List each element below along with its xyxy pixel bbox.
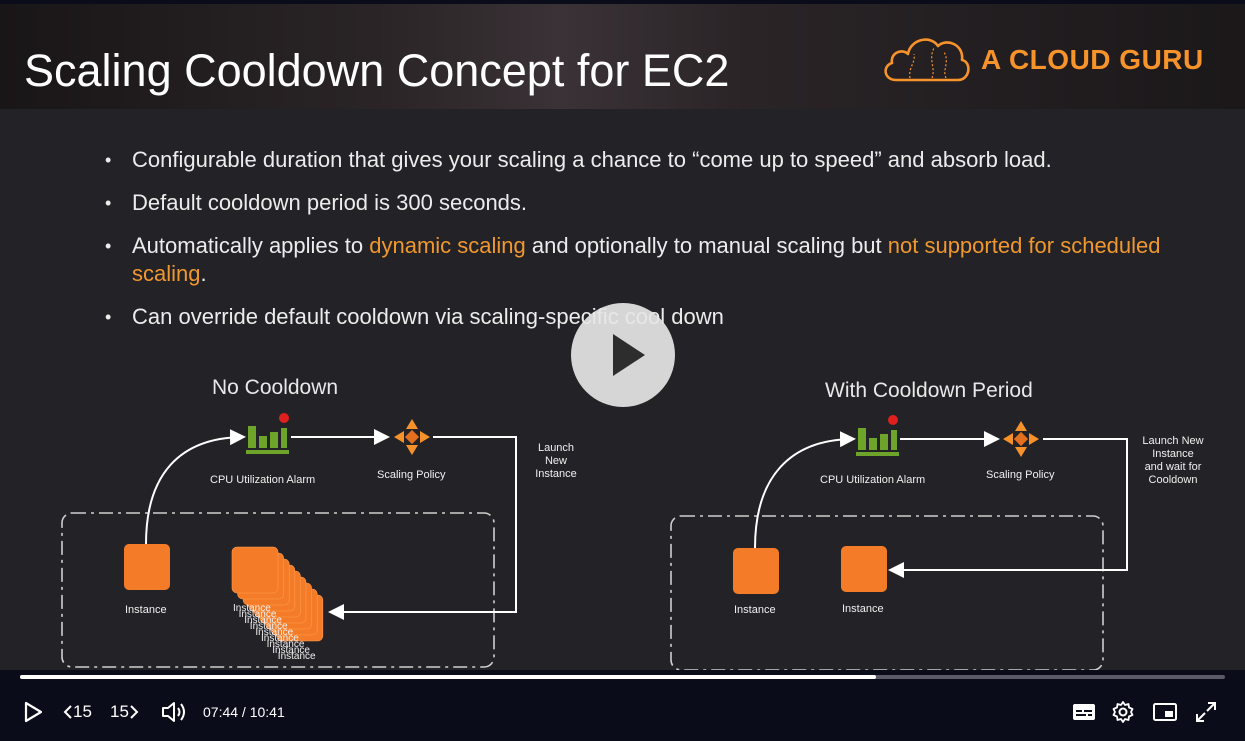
- instance-to-alarm-arrow-right: [754, 431, 856, 549]
- stacked-instance-label: Instance: [238, 609, 277, 620]
- progress-bar-fill: [20, 675, 877, 679]
- time-separator: /: [238, 704, 250, 720]
- stacked-instances: [231, 546, 324, 642]
- bar-chart-alarm-icon: [856, 415, 899, 456]
- rewind-label: 15: [73, 702, 92, 721]
- pip-button[interactable]: [1153, 690, 1177, 734]
- bullet-item: Automatically applies to dynamic scaling…: [105, 232, 1185, 288]
- launch-new-instance-label: Launch New Instance: [526, 442, 586, 481]
- launch-label-line: New: [544, 455, 567, 467]
- bullet-text: Configurable duration that gives your sc…: [132, 147, 1052, 172]
- stacked-instance-label: Instance: [261, 633, 299, 644]
- bullet-text: Automatically applies to: [132, 233, 370, 258]
- forward-15-button[interactable]: 15: [110, 690, 139, 734]
- captions-button[interactable]: [1072, 690, 1096, 734]
- rewind-15-icon: [63, 705, 72, 719]
- cpu-alarm-label-right: CPU Utilization Alarm: [820, 474, 926, 486]
- fullscreen-icon: [1196, 702, 1216, 722]
- instance-label-right: Instance: [734, 604, 776, 616]
- volume-button[interactable]: [160, 690, 188, 734]
- progress-bar[interactable]: [20, 675, 1225, 679]
- launch-label-line: Launch New: [1142, 435, 1204, 447]
- settings-button[interactable]: [1111, 690, 1135, 734]
- stacked-instance-label: Instance: [249, 621, 288, 632]
- current-time: 07:44: [203, 704, 239, 720]
- launch-and-wait-label: Launch New Instance and wait for Cooldow…: [1136, 435, 1210, 487]
- launch-label-line: Instance: [1152, 448, 1194, 460]
- instance-to-alarm-arrow: [145, 429, 246, 545]
- brand-logo: A CLOUD GURU: [880, 32, 1220, 84]
- instance-box: [733, 548, 779, 594]
- forward-15-icon: [130, 705, 139, 719]
- stacked-instance-label: Instance: [233, 603, 271, 614]
- instance-label: Instance: [125, 604, 167, 616]
- fullscreen-button[interactable]: [1195, 690, 1217, 734]
- new-instance-label-right: Instance: [842, 603, 884, 615]
- scaling-policy-label: Scaling Policy: [377, 469, 446, 481]
- diagram-title-no-cooldown: No Cooldown: [212, 376, 339, 399]
- launch-label-line: and wait for: [1144, 461, 1202, 473]
- diagram-title-with-cooldown: With Cooldown Period: [825, 379, 1033, 402]
- bullet-text: .: [200, 261, 207, 286]
- policy-to-instance-arrow-right: [888, 438, 1128, 578]
- player-controls: 15 15 07:44 / 10:41: [0, 690, 1245, 736]
- volume-icon: [162, 702, 185, 722]
- diagrams: [61, 413, 1128, 670]
- cloud-logo-icon: [884, 38, 970, 82]
- bullet-item: Default cooldown period is 300 seconds.: [105, 189, 1185, 217]
- bar-chart-alarm-icon: [246, 413, 289, 454]
- cpu-alarm-label: CPU Utilization Alarm: [210, 474, 316, 486]
- stacked-instance-label: Instance: [272, 645, 310, 656]
- bullet-item: Configurable duration that gives your sc…: [105, 146, 1185, 174]
- stacked-instance-label: Instance: [277, 651, 316, 662]
- scaling-policy-icon: [394, 419, 430, 455]
- bullet-text: Default cooldown period is 300 seconds.: [132, 190, 528, 215]
- auto-scaling-group-boundary: [61, 512, 495, 668]
- scaling-policy-icon: [1003, 421, 1039, 457]
- highlighted-text: dynamic scaling: [369, 233, 526, 258]
- picture-in-picture-icon: [1153, 703, 1177, 721]
- bullet-text: and optionally to manual scaling but: [525, 233, 888, 258]
- diagram-with-cooldown: [670, 415, 1128, 670]
- stacked-instance-label: Instance: [255, 627, 294, 638]
- stacked-instance-label: Instance: [244, 615, 282, 626]
- policy-to-instances-arrow: [328, 436, 517, 620]
- play-icon: [613, 334, 645, 376]
- auto-scaling-group-boundary-right: [670, 515, 1104, 670]
- rewind-15-button[interactable]: 15: [63, 690, 92, 734]
- stacked-instance-box: [231, 546, 279, 594]
- new-instance-box: [841, 546, 887, 592]
- launch-label-line: Instance: [535, 468, 577, 480]
- highlighted-text: not supported for scheduled scaling: [132, 233, 1161, 286]
- slide-header: [0, 4, 1245, 109]
- forward-label: 15: [110, 702, 129, 721]
- launch-label-line: Launch: [537, 442, 575, 454]
- stacked-instance-label: Instance: [266, 639, 305, 650]
- play-button[interactable]: [22, 690, 48, 734]
- slide-title: Scaling Cooldown Concept for EC2: [24, 45, 730, 96]
- brand-name: A CLOUD GURU: [981, 44, 1204, 75]
- gear-icon: [1112, 701, 1134, 723]
- play-icon: [24, 701, 43, 723]
- time-display: 07:44 / 10:41: [203, 704, 285, 720]
- launch-label-line: Cooldown: [1148, 474, 1198, 486]
- captions-icon: [1073, 704, 1095, 720]
- scaling-policy-label-right: Scaling Policy: [986, 469, 1055, 481]
- duration: 10:41: [249, 704, 285, 720]
- big-play-button[interactable]: [571, 303, 675, 407]
- diagram-no-cooldown: [61, 413, 517, 668]
- instance-box: [124, 544, 170, 590]
